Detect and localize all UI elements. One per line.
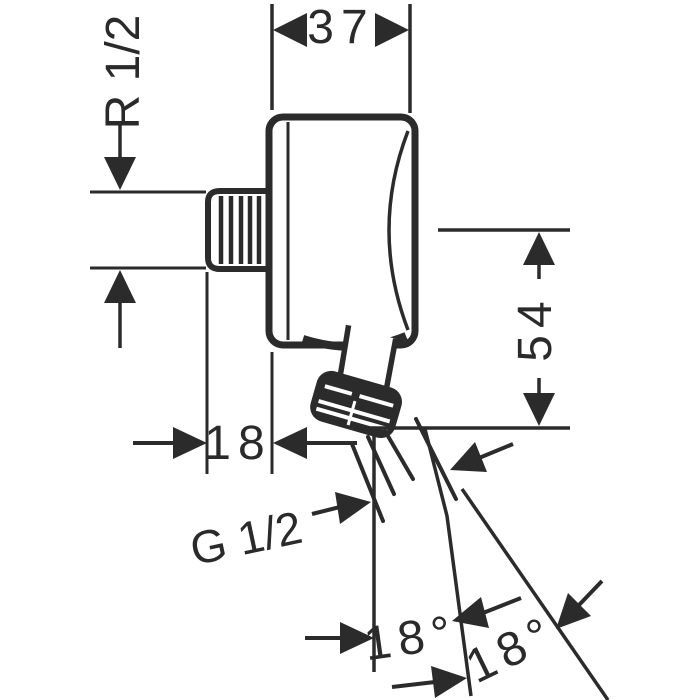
spray-lines <box>350 417 458 523</box>
dim-angle-a-lines <box>305 442 522 640</box>
dim-height-arrows <box>523 232 555 426</box>
angle-reference-lines <box>372 428 610 700</box>
outlet-thread-arrow <box>335 492 371 524</box>
dim-height-label: 54 <box>509 294 562 362</box>
escutcheon-body <box>265 113 419 351</box>
dim-height-lines <box>368 228 570 430</box>
dim-width-arrows <box>273 13 409 47</box>
dim-angle-a-label: 18° <box>360 605 461 672</box>
dim-projection-lines <box>133 272 357 474</box>
dim-angle-a-arrows <box>340 442 489 654</box>
inlet-thread-nipple <box>205 188 270 272</box>
hose-connector <box>310 324 402 439</box>
dim-width-label: 37 <box>307 1 375 54</box>
dim-angle-b-lines <box>391 579 604 689</box>
dim-inlet-thread-arrows <box>104 157 136 303</box>
dim-angle-b-arrows <box>431 593 591 698</box>
dim-projection-label: 18 <box>204 417 272 470</box>
dim-width-extension-lines <box>270 4 412 113</box>
dim-inlet-thread-lines <box>90 124 206 348</box>
dim-projection-arrows <box>173 427 307 459</box>
dim-inlet-thread-label: R 1/2 <box>97 14 150 130</box>
